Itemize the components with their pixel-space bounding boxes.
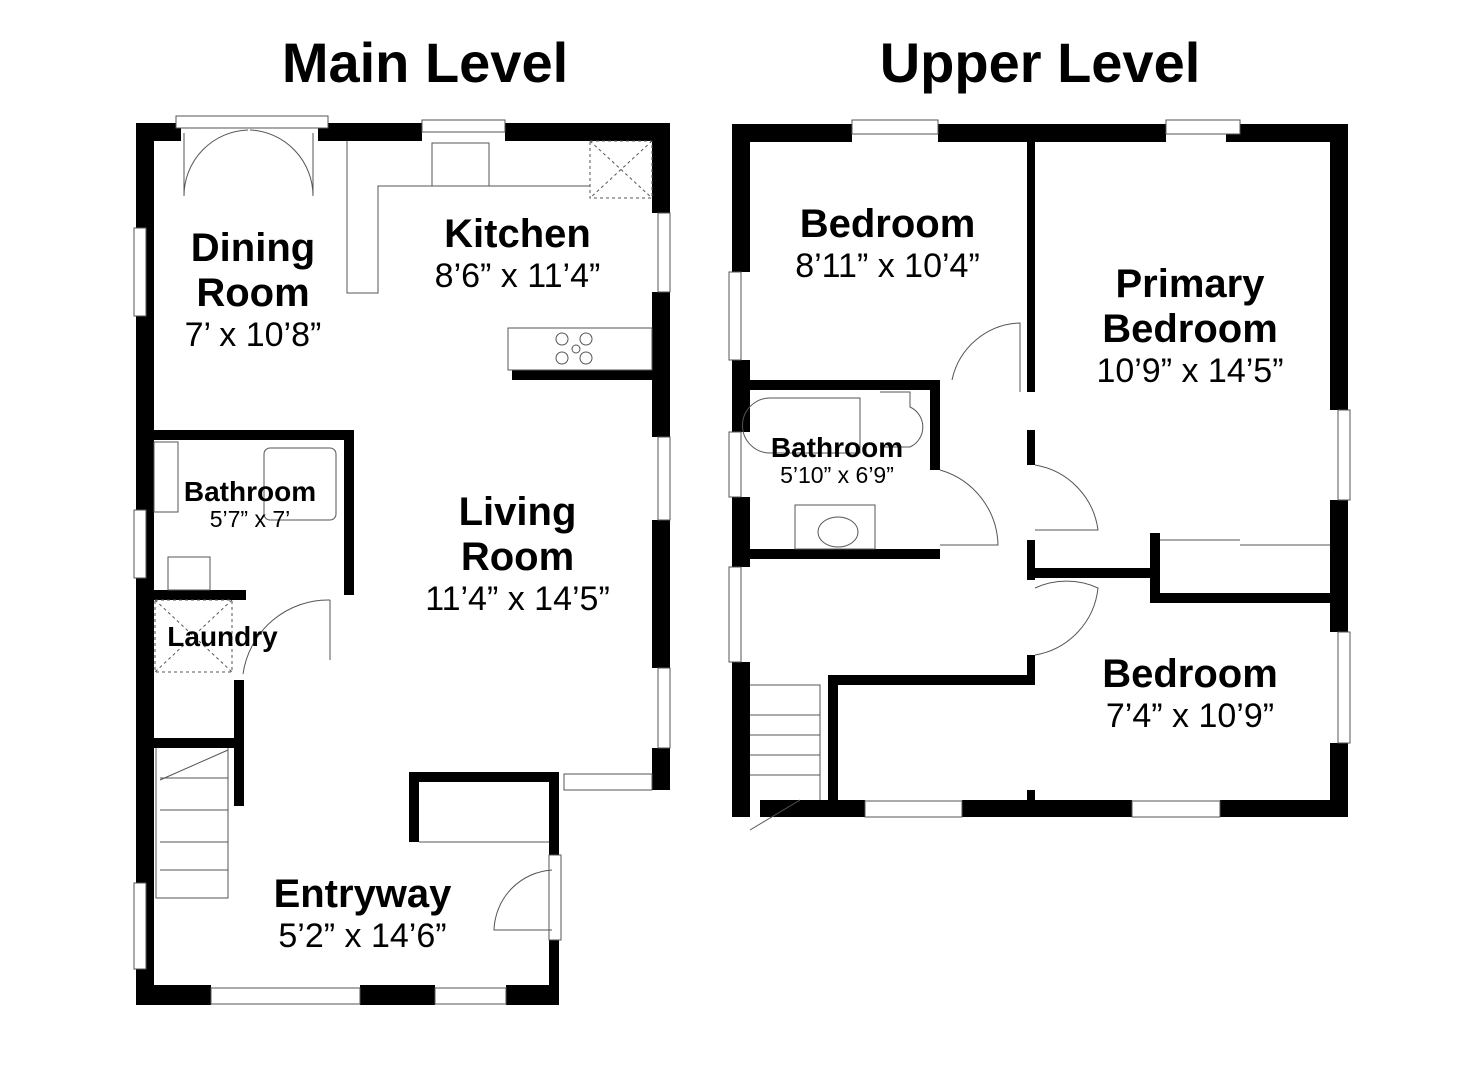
- upper-walls: [732, 124, 1348, 817]
- room-primary-bedroom: Primary Bedroom 10’9” x 14’5”: [1070, 262, 1310, 390]
- room-dimensions: 8’6” x 11’4”: [434, 256, 601, 295]
- room-name: Entryway: [273, 872, 452, 916]
- room-laundry: Laundry: [150, 621, 295, 652]
- room-name: Bedroom: [1102, 652, 1278, 696]
- room-name-line2: Bedroom: [1102, 306, 1278, 351]
- room-dimensions: 5’2” x 14’6”: [278, 916, 447, 955]
- room-dimensions: 7’ x 10’8”: [184, 315, 322, 354]
- room-entryway: Entryway 5’2” x 14’6”: [250, 872, 475, 955]
- upper-level-title: Upper Level: [879, 31, 1201, 94]
- upper-windows: [728, 119, 1351, 818]
- room-bedroom-2: Bedroom 7’4” x 10’9”: [1070, 652, 1310, 735]
- upper-level-plan: [728, 119, 1351, 831]
- room-name: Living: [458, 490, 577, 534]
- room-dimensions: 7’4” x 10’9”: [1105, 696, 1275, 735]
- room-name-line2: Room: [196, 270, 310, 315]
- room-kitchen: Kitchen 8’6” x 11’4”: [400, 212, 635, 295]
- room-dimensions: 11’4” x 14’5”: [425, 579, 610, 618]
- room-bedroom-1: Bedroom 8’11” x 10’4”: [770, 202, 1005, 285]
- room-name: Primary: [1115, 262, 1265, 306]
- room-name: Dining: [190, 226, 316, 270]
- room-dimensions: 10’9” x 14’5”: [1096, 351, 1284, 390]
- room-name: Bathroom: [183, 476, 317, 507]
- main-level-plan: [133, 115, 671, 1005]
- room-bathroom-main: Bathroom 5’7” x 7’: [160, 476, 340, 533]
- main-level-title: Main Level: [281, 31, 569, 94]
- room-dimensions: 8’11” x 10’4”: [795, 246, 980, 285]
- room-dimensions: 5’10” x 6’9”: [780, 462, 894, 489]
- room-bathroom-upper: Bathroom 5’10” x 6’9”: [752, 432, 922, 489]
- main-fixtures: [153, 129, 653, 931]
- room-name: Laundry: [167, 621, 278, 652]
- room-dining-room: Dining Room 7’ x 10’8”: [163, 226, 343, 354]
- room-dimensions: 5’7” x 7’: [209, 506, 291, 533]
- room-name-line2: Room: [460, 534, 575, 579]
- room-living-room: Living Room 11’4” x 14’5”: [395, 490, 640, 618]
- upper-fixtures: [742, 322, 1330, 831]
- room-name: Bedroom: [799, 202, 976, 246]
- room-name: Kitchen: [444, 212, 591, 256]
- main-windows: [133, 115, 671, 1005]
- room-name: Bathroom: [770, 432, 904, 463]
